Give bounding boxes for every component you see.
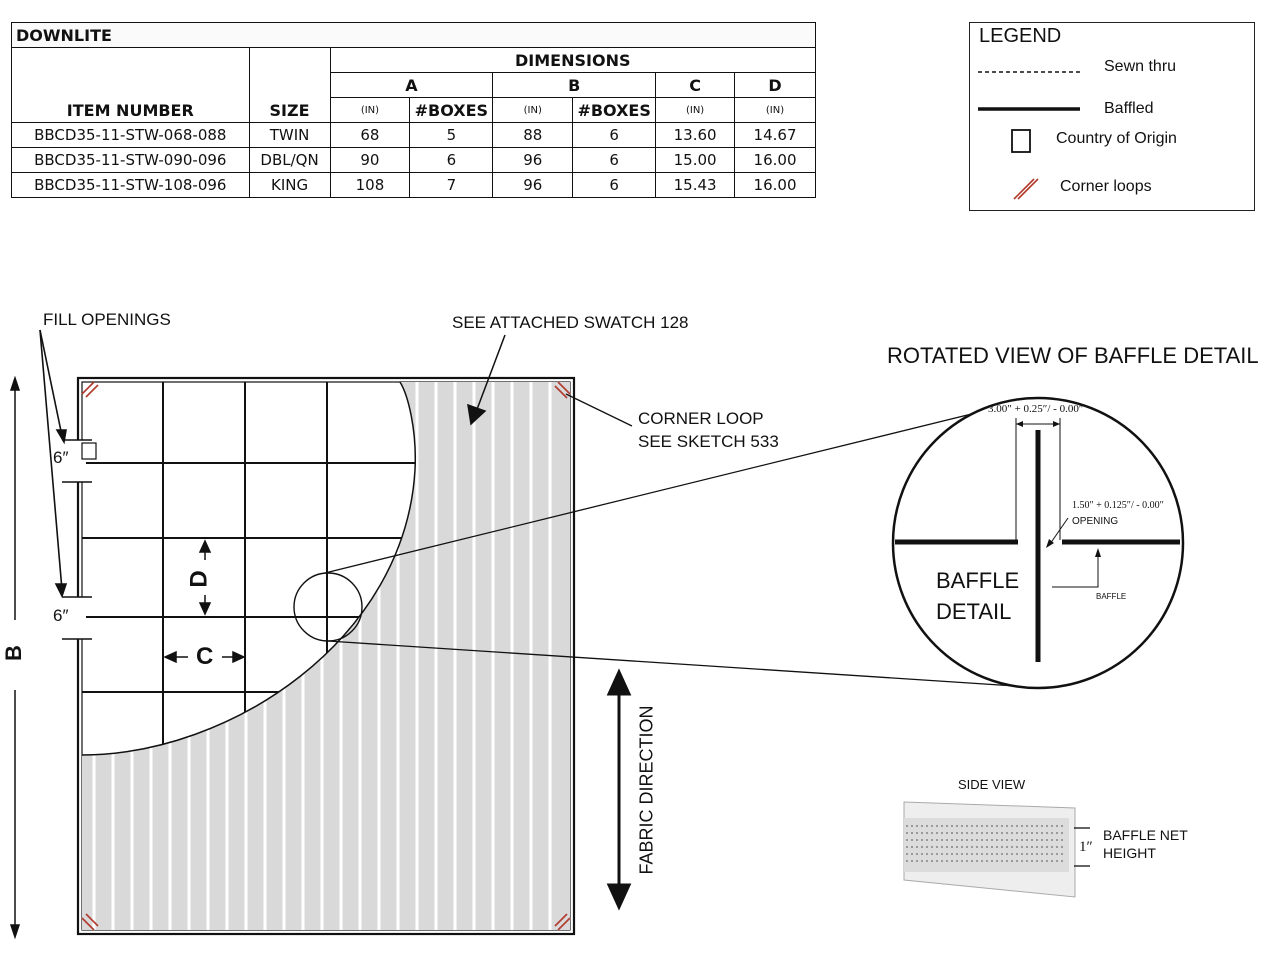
- opening-label: OPENING: [1072, 516, 1119, 527]
- boxes-b: #BOXES: [572, 97, 657, 123]
- fill-openings-arrows: [39, 329, 68, 599]
- legend-baffled: Baffled: [1104, 100, 1154, 117]
- cell-item: BBCD35-11-STW-108-096: [11, 172, 250, 198]
- boxes-a: #BOXES: [409, 97, 494, 123]
- cell-a-boxes: 7: [409, 172, 494, 198]
- cell-size: KING: [248, 172, 331, 198]
- baffle-detail-line1: BAFFLE: [936, 568, 1020, 593]
- legend-sewn-thru: Sewn thru: [1104, 58, 1177, 75]
- corner-loop-icon: [81, 381, 571, 931]
- header-b: B: [492, 72, 657, 98]
- baffle-net-label: BAFFLE NET: [1103, 827, 1188, 843]
- cell-d-in: 14.67: [734, 122, 816, 148]
- baffle-detail-circle: [891, 396, 1185, 690]
- country-of-origin-icon: [81, 442, 97, 460]
- cell-d-in: 16.00: [734, 147, 816, 173]
- opening-size-bottom: 6″: [53, 606, 69, 625]
- side-view-height: 1″: [1079, 839, 1093, 855]
- legend-icons: [978, 71, 1080, 200]
- table-title: DOWNLITE: [11, 22, 816, 48]
- comforter-outline: [76, 376, 576, 936]
- table-row: BBCD35-11-STW-108-096 KING 108 7 96 6 15…: [11, 172, 816, 198]
- cell-b-boxes: 6: [572, 172, 657, 198]
- dimension-b-arrow: [9, 375, 21, 940]
- baffle-net-height-label: HEIGHT: [1103, 845, 1156, 861]
- corner-loop-sketch-label: SEE SKETCH 533: [638, 432, 779, 451]
- cell-b-boxes: 6: [572, 122, 657, 148]
- header-d: D: [734, 72, 816, 98]
- cell-b-boxes: 6: [572, 147, 657, 173]
- unit-d: (IN): [734, 97, 816, 123]
- legend: LEGEND Sewn thru Baffled Country of Orig…: [969, 22, 1255, 211]
- baffle-pointer-label: BAFFLE: [1096, 592, 1127, 601]
- legend-country-of-origin: Country of Origin: [1056, 130, 1177, 147]
- cell-d-in: 16.00: [734, 172, 816, 198]
- table-row: BBCD35-11-STW-068-088 TWIN 68 5 88 6 13.…: [11, 122, 816, 148]
- legend-corner-loops: Corner loops: [1060, 178, 1152, 195]
- detail-title: ROTATED VIEW OF BAFFLE DETAIL: [887, 343, 1259, 368]
- fill-openings-label: FILL OPENINGS: [43, 310, 171, 329]
- swatch-edge: [81, 381, 417, 756]
- width-spec-label: 3.00″ + 0.25″/ - 0.00″: [988, 403, 1084, 415]
- side-view-drawing: [903, 801, 1090, 898]
- dimension-d-arrow: [198, 539, 212, 616]
- dimension-d-label: D: [185, 570, 213, 588]
- cell-a-in: 108: [329, 172, 411, 198]
- header-a: A: [329, 72, 494, 98]
- header-size: SIZE: [248, 47, 331, 123]
- cell-a-in: 68: [329, 122, 411, 148]
- opening-spec-label: 1.50″ + 0.125″/ - 0.00″: [1072, 500, 1164, 511]
- square-outline-icon: [1011, 129, 1031, 153]
- cell-b-in: 96: [492, 147, 574, 173]
- cell-c-in: 13.60: [655, 122, 736, 148]
- fabric-direction-label: FABRIC DIRECTION: [636, 705, 657, 875]
- corner-loop-label: CORNER LOOP: [638, 409, 764, 428]
- unit-c: (IN): [655, 97, 736, 123]
- red-double-slash-icon: [1013, 178, 1035, 200]
- table-row: BBCD35-11-STW-090-096 DBL/QN 90 6 96 6 1…: [11, 147, 816, 173]
- cell-b-in: 88: [492, 122, 574, 148]
- header-c: C: [655, 72, 736, 98]
- cell-size: TWIN: [248, 122, 331, 148]
- swatch-pointer: [467, 334, 506, 426]
- cell-b-in: 96: [492, 172, 574, 198]
- spec-table: DOWNLITE ITEM NUMBER SIZE DIMENSIONS A B…: [11, 22, 817, 198]
- dimension-c-arrow: [163, 650, 246, 664]
- cell-c-in: 15.00: [655, 147, 736, 173]
- side-view-title: SIDE VIEW: [958, 777, 1026, 792]
- legend-title: LEGEND: [979, 25, 1062, 47]
- swatch-label: SEE ATTACHED SWATCH 128: [452, 313, 689, 332]
- dimension-c-label: C: [196, 643, 214, 670]
- cell-a-boxes: 6: [409, 147, 494, 173]
- dimension-b-label: B: [0, 645, 26, 661]
- opening-size-top: 6″: [53, 448, 69, 467]
- baffle-detail-line2: DETAIL: [936, 599, 1012, 624]
- corner-loop-pointer: [565, 393, 633, 427]
- header-item-number: ITEM NUMBER: [11, 47, 250, 123]
- fabric-direction-arrow: [606, 668, 632, 911]
- cell-item: BBCD35-11-STW-068-088: [11, 122, 250, 148]
- cell-item: BBCD35-11-STW-090-096: [11, 147, 250, 173]
